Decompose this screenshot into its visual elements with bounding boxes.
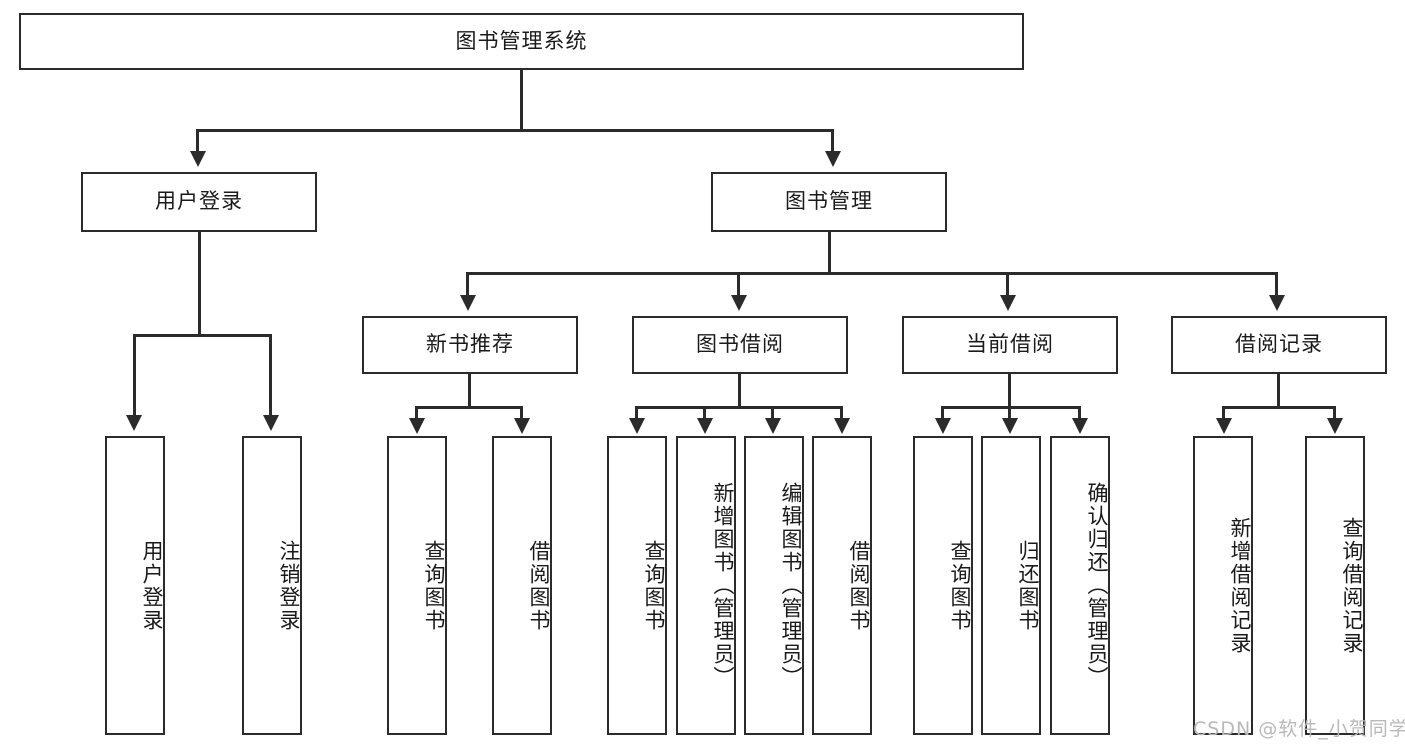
edge-br-stem xyxy=(1277,374,1280,408)
edge-nbr-stem xyxy=(468,374,471,408)
arrow-leaf-borrow-book-2 xyxy=(834,418,850,434)
arrow-leaf-query-borrow-record xyxy=(1327,418,1343,434)
arrow-leaf-confirm-return-admin xyxy=(1072,418,1088,434)
edge-bm-drop-new-book xyxy=(466,272,469,298)
node-book-borrow[interactable]: 图书借阅 xyxy=(632,316,848,374)
leaf-label: 借阅图书 xyxy=(847,539,871,632)
leaf-label: 注销登录 xyxy=(277,539,301,632)
leaf-label: 用户登录 xyxy=(140,539,164,632)
leaf-label: 归还图书 xyxy=(1016,539,1040,632)
edge-bb-bus xyxy=(635,406,843,409)
edge-br-bus xyxy=(1222,406,1336,409)
arrow-leaf-query-book-3 xyxy=(935,418,951,434)
node-leaf-query-borrow-record[interactable]: 查询借阅记录 xyxy=(1305,436,1365,735)
node-leaf-query-book-3[interactable]: 查询图书 xyxy=(913,436,973,735)
leaf-label: 借阅图书 xyxy=(527,539,551,632)
arrow-leaf-user-login xyxy=(126,415,142,431)
arrow-leaf-add-borrow-record xyxy=(1216,418,1232,434)
edge-br-drop-1 xyxy=(1222,406,1225,422)
edge-book-manage-bus xyxy=(466,272,1278,275)
arrow-book-borrow xyxy=(731,295,747,311)
node-leaf-user-login[interactable]: 用户登录 xyxy=(105,436,165,735)
edge-nbr-drop-1 xyxy=(415,406,418,422)
edge-cb-drop-2 xyxy=(1008,406,1011,422)
edge-root-bus xyxy=(196,129,834,132)
arrow-current-borrow xyxy=(1000,295,1016,311)
leaf-label: 编辑图书（管理员） xyxy=(779,482,803,689)
edge-cb-drop-3 xyxy=(1078,406,1081,422)
arrow-leaf-user-logout xyxy=(263,415,279,431)
arrow-new-book-recommend xyxy=(460,295,476,311)
leaf-label: 查询图书 xyxy=(422,539,446,632)
edge-user-login-bus xyxy=(133,334,271,337)
node-leaf-add-borrow-record[interactable]: 新增借阅记录 xyxy=(1193,436,1253,735)
edge-user-login-stem xyxy=(198,232,201,336)
edge-br-drop-2 xyxy=(1333,406,1336,422)
edge-book-manage-stem xyxy=(828,232,831,274)
edge-cb-bus xyxy=(941,406,1081,409)
arrow-root-to-user-login xyxy=(190,151,206,167)
arrow-root-to-book-manage xyxy=(825,151,841,167)
node-book-manage[interactable]: 图书管理 xyxy=(711,172,947,232)
edge-root-stem xyxy=(520,70,523,131)
edge-cb-drop-1 xyxy=(941,406,944,422)
edge-root-to-book-manage xyxy=(831,129,834,153)
arrow-leaf-return-book xyxy=(1002,418,1018,434)
edge-bb-drop-1 xyxy=(635,406,638,422)
edge-bm-drop-book-borrow xyxy=(737,272,740,298)
edge-nbr-bus xyxy=(415,406,523,409)
node-new-book-recommend[interactable]: 新书推荐 xyxy=(362,316,578,374)
leaf-label: 新增借阅记录 xyxy=(1228,516,1252,655)
edge-bm-drop-current-borrow xyxy=(1006,272,1009,298)
node-leaf-borrow-book-1[interactable]: 借阅图书 xyxy=(492,436,552,735)
edge-bb-stem xyxy=(738,374,741,408)
arrow-leaf-query-book-1 xyxy=(409,418,425,434)
leaf-label: 确认归还（管理员） xyxy=(1085,482,1109,689)
edge-root-to-user-login xyxy=(196,129,199,153)
leaf-label: 查询借阅记录 xyxy=(1340,516,1364,655)
node-leaf-return-book[interactable]: 归还图书 xyxy=(981,436,1041,735)
node-leaf-borrow-book-2[interactable]: 借阅图书 xyxy=(812,436,872,735)
leaf-label: 新增图书（管理员） xyxy=(711,482,735,689)
edge-user-login-drop-2 xyxy=(269,334,272,418)
node-leaf-query-book-2[interactable]: 查询图书 xyxy=(607,436,667,735)
edge-bb-drop-4 xyxy=(840,406,843,422)
csdn-watermark: CSDN @软件_小贺同学 xyxy=(1193,718,1405,740)
leaf-label: 查询图书 xyxy=(642,539,666,632)
leaf-label: 查询图书 xyxy=(948,539,972,632)
node-leaf-user-logout[interactable]: 注销登录 xyxy=(242,436,302,735)
node-current-borrow[interactable]: 当前借阅 xyxy=(902,316,1118,374)
edge-user-login-drop-1 xyxy=(133,334,136,418)
edge-bb-drop-2 xyxy=(703,406,706,422)
node-leaf-confirm-return-admin[interactable]: 确认归还（管理员） xyxy=(1050,436,1110,735)
arrow-borrow-record xyxy=(1269,295,1285,311)
edge-bb-drop-3 xyxy=(771,406,774,422)
edge-nbr-drop-2 xyxy=(520,406,523,422)
node-leaf-edit-book-admin[interactable]: 编辑图书（管理员） xyxy=(744,436,804,735)
arrow-leaf-borrow-book-1 xyxy=(514,418,530,434)
arrow-leaf-edit-book-admin xyxy=(765,418,781,434)
node-leaf-query-book-1[interactable]: 查询图书 xyxy=(387,436,447,735)
node-root-system[interactable]: 图书管理系统 xyxy=(19,13,1024,70)
node-borrow-record[interactable]: 借阅记录 xyxy=(1171,316,1387,374)
edge-bm-drop-borrow-record xyxy=(1275,272,1278,298)
arrow-leaf-query-book-2 xyxy=(629,418,645,434)
arrow-leaf-add-book-admin xyxy=(697,418,713,434)
node-leaf-add-book-admin[interactable]: 新增图书（管理员） xyxy=(676,436,736,735)
edge-cb-stem xyxy=(1008,374,1011,408)
node-user-login[interactable]: 用户登录 xyxy=(81,172,317,232)
